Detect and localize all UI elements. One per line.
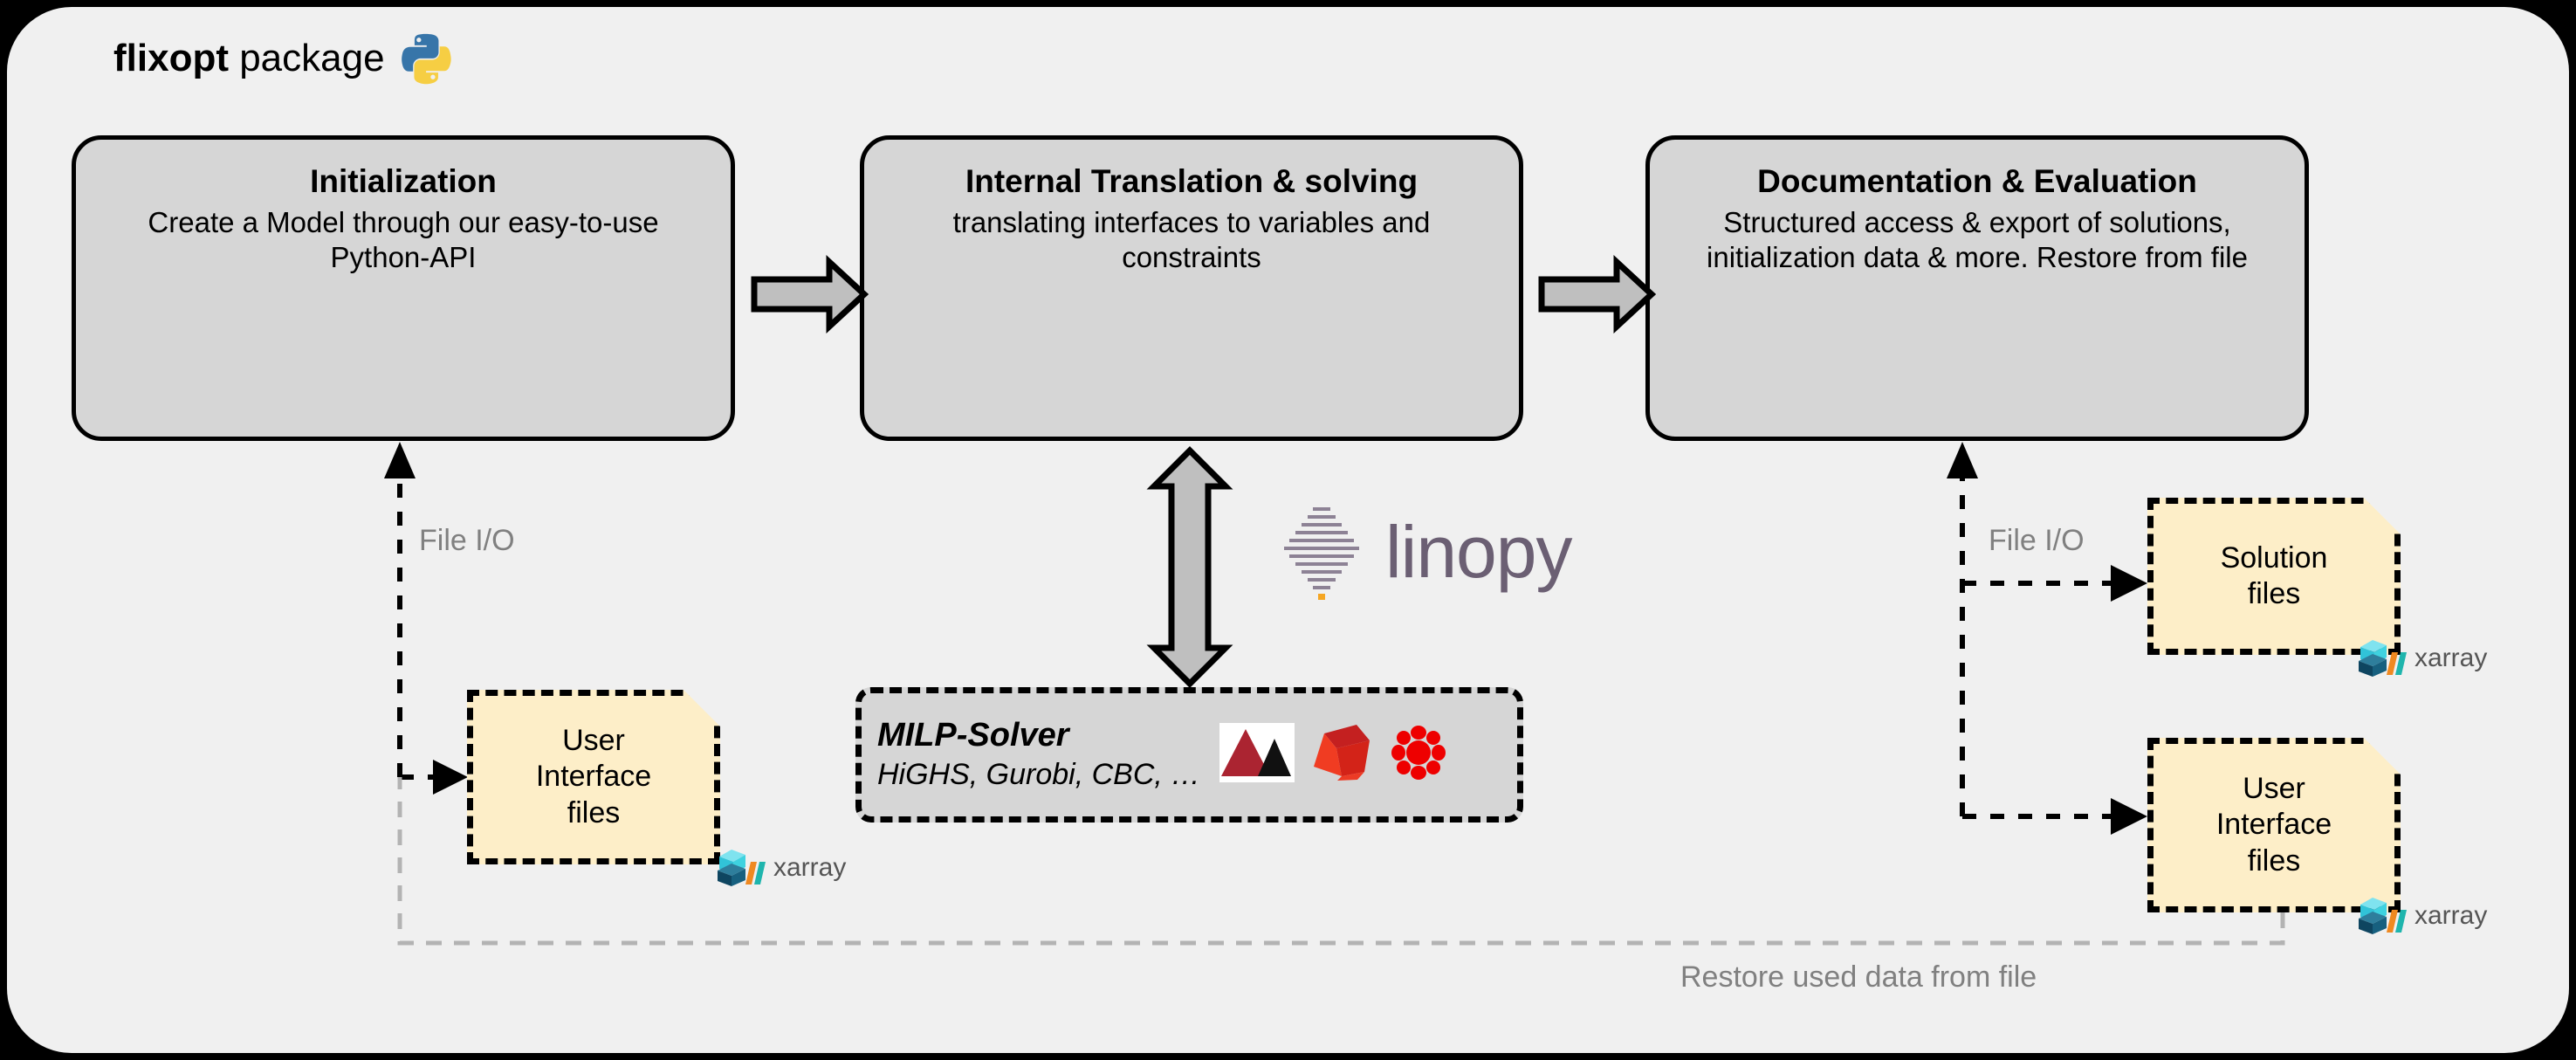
label-file-io-right: File I/O <box>1989 524 2085 557</box>
title-text: flixopt package <box>113 37 385 80</box>
file-box-user-interface-left[interactable]: User Interface files <box>467 690 720 864</box>
file-label-user-interface-left: User Interface files <box>536 723 651 831</box>
xarray-badge-solution: xarray <box>2357 633 2487 683</box>
title-bold: flixopt <box>113 37 229 79</box>
stage-title-documentation: Documentation & Evaluation <box>1757 163 2197 199</box>
file-label-line2: Interface <box>535 760 652 794</box>
file-box-user-interface-right[interactable]: User Interface files <box>2147 738 2401 912</box>
stage-desc-initialization: Create a Model through our easy-to-use P… <box>148 206 659 273</box>
stage-box-translation[interactable]: Internal Translation & solving translati… <box>860 135 1523 441</box>
xarray-cubes-icon <box>2357 633 2408 683</box>
linopy-striped-diamond-icon <box>1270 498 1373 605</box>
milp-solver-box[interactable]: MILP-Solver HiGHS, Gurobi, CBC, … <box>855 687 1523 823</box>
milp-solver-title: MILP-Solver <box>877 717 1069 754</box>
xarray-wordmark: xarray <box>2415 900 2488 930</box>
label-file-io-left: File I/O <box>419 524 515 557</box>
file-label-line3: files <box>2247 843 2301 878</box>
cbc-logo-icon <box>1389 723 1448 787</box>
file-label-line2: files <box>2247 577 2301 610</box>
python-logo-icon <box>399 31 453 86</box>
stage-desc-translation: translating interfaces to variables and … <box>952 206 1431 273</box>
stage-desc-documentation: Structured access & export of solutions,… <box>1707 206 2248 273</box>
file-label-line2: Interface <box>2215 808 2332 842</box>
file-label-line1: User <box>2243 771 2305 805</box>
file-shape <box>2147 738 2401 912</box>
file-label-line1: Solution <box>2220 540 2328 575</box>
file-shape <box>2147 498 2401 655</box>
file-box-solution-files[interactable]: Solution files <box>2147 498 2401 655</box>
milp-solver-text: MILP-Solver HiGHS, Gurobi, CBC, … <box>877 717 1200 792</box>
file-label-line1: User <box>562 723 625 757</box>
file-label-solution: Solution files <box>2221 540 2328 613</box>
xarray-wordmark: xarray <box>2415 643 2488 672</box>
xarray-badge-right: xarray <box>2357 891 2487 940</box>
xarray-badge-left: xarray <box>716 843 846 892</box>
page-title: flixopt package <box>113 31 453 86</box>
stage-title-initialization: Initialization <box>310 163 497 199</box>
label-restore-used-data: Restore used data from file <box>1680 960 2037 994</box>
xarray-wordmark: xarray <box>773 852 847 882</box>
highs-logo-icon <box>1219 723 1295 787</box>
milp-solver-subtitle: HiGHS, Gurobi, CBC, … <box>877 757 1201 791</box>
title-regular: package <box>228 37 385 79</box>
linopy-logo: linopy <box>1270 498 1572 605</box>
file-label-line3: files <box>567 795 621 829</box>
xarray-cubes-icon <box>716 843 766 892</box>
file-label-user-interface-right: User Interface files <box>2216 771 2332 879</box>
stage-box-documentation[interactable]: Documentation & Evaluation Structured ac… <box>1645 135 2309 441</box>
solver-logo-group <box>1219 721 1448 788</box>
file-shape <box>467 690 720 864</box>
stage-title-translation: Internal Translation & solving <box>965 163 1419 199</box>
stage-box-initialization[interactable]: Initialization Create a Model through ou… <box>72 135 735 441</box>
linopy-wordmark: linopy <box>1385 510 1572 593</box>
gurobi-logo-icon <box>1309 721 1375 788</box>
xarray-cubes-icon <box>2357 891 2408 940</box>
